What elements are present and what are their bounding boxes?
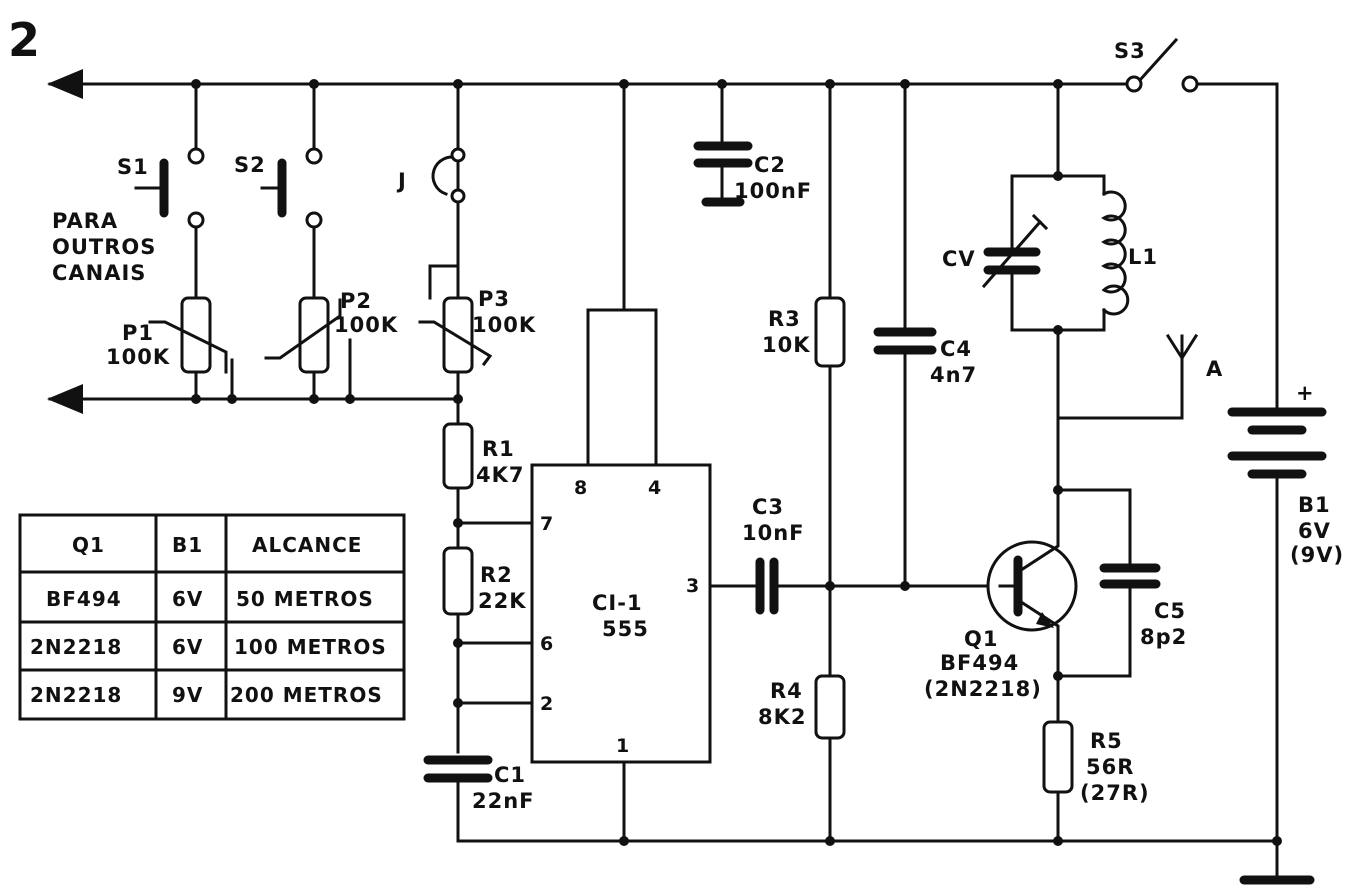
svg-text:4K7: 4K7 bbox=[476, 463, 525, 487]
transistor-q1: Q1 BF494 (2N2218) bbox=[924, 539, 1078, 701]
table-header-alcance: ALCANCE bbox=[252, 533, 362, 557]
capacitor-c3: C3 10nF bbox=[742, 495, 805, 615]
table-header-b1: B1 bbox=[172, 533, 203, 557]
svg-text:CI-1: CI-1 bbox=[592, 591, 643, 615]
range-table: Q1 B1 ALCANCE BF494 6V 50 METROS 2N2218 … bbox=[18, 513, 406, 721]
svg-text:R3: R3 bbox=[768, 307, 801, 331]
svg-text:7: 7 bbox=[540, 513, 553, 535]
s1-label: S1 bbox=[117, 155, 149, 179]
svg-text:100K: 100K bbox=[106, 345, 170, 369]
svg-text:B1: B1 bbox=[1298, 493, 1331, 517]
svg-text:R1: R1 bbox=[482, 437, 515, 461]
antenna-a: A bbox=[1165, 333, 1223, 381]
svg-text:(27R): (27R) bbox=[1080, 781, 1150, 805]
table-cell: 50 METROS bbox=[236, 587, 374, 611]
svg-text:8p2: 8p2 bbox=[1140, 625, 1187, 649]
ic-555: 8 4 7 3 6 2 1 CI-1 555 bbox=[530, 463, 712, 764]
switch-s2: S2 bbox=[234, 147, 323, 229]
capacitor-c2: C2 100nF bbox=[693, 141, 812, 207]
para-outros-canais-note: PARA OUTROS CANAIS bbox=[52, 209, 156, 285]
potentiometer-p2: P2 100K bbox=[264, 289, 398, 401]
svg-text:C5: C5 bbox=[1154, 599, 1186, 623]
svg-text:R2: R2 bbox=[480, 563, 513, 587]
svg-text:J: J bbox=[396, 169, 407, 193]
svg-text:100K: 100K bbox=[334, 313, 398, 337]
svg-text:+: + bbox=[1296, 381, 1315, 405]
battery-b1: + B1 6V (9V) bbox=[1227, 381, 1344, 567]
table-cell: 6V bbox=[172, 635, 203, 659]
s2-label: S2 bbox=[234, 153, 266, 177]
junction-dots bbox=[191, 79, 1282, 846]
svg-text:8K2: 8K2 bbox=[758, 705, 807, 729]
potentiometer-p1: P1 100K bbox=[106, 296, 234, 401]
wires bbox=[47, 69, 1279, 876]
svg-text:6V: 6V bbox=[1298, 519, 1331, 543]
svg-text:P3: P3 bbox=[478, 287, 510, 311]
capacitor-c4: C4 4n7 bbox=[873, 327, 977, 387]
svg-text:CANAIS: CANAIS bbox=[52, 261, 146, 285]
table-cell: 9V bbox=[172, 683, 203, 707]
table-cell: 2N2218 bbox=[30, 635, 122, 659]
svg-text:C2: C2 bbox=[754, 153, 786, 177]
svg-text:22nF: 22nF bbox=[472, 789, 535, 813]
svg-text:22K: 22K bbox=[478, 589, 527, 613]
svg-text:555: 555 bbox=[602, 617, 649, 641]
table-cell: 100 METROS bbox=[234, 635, 387, 659]
svg-text:56R: 56R bbox=[1086, 755, 1134, 779]
svg-text:6: 6 bbox=[540, 633, 553, 655]
svg-text:4: 4 bbox=[648, 477, 661, 499]
svg-text:BF494: BF494 bbox=[940, 651, 1019, 675]
variable-capacitor-cv: CV bbox=[942, 213, 1049, 289]
resistor-r5: R5 56R (27R) bbox=[1042, 720, 1150, 805]
svg-text:L1: L1 bbox=[1128, 245, 1158, 269]
svg-text:8: 8 bbox=[574, 477, 587, 499]
jack-j: J bbox=[396, 147, 466, 204]
svg-text:R4: R4 bbox=[770, 679, 803, 703]
switch-s1: S1 bbox=[117, 147, 205, 229]
svg-text:Q1: Q1 bbox=[964, 627, 998, 651]
svg-text:2: 2 bbox=[540, 693, 553, 715]
resistor-r2: R2 22K bbox=[442, 546, 527, 616]
table-cell: 200 METROS bbox=[230, 683, 383, 707]
figure-number: 2 bbox=[8, 13, 40, 67]
svg-text:C4: C4 bbox=[940, 337, 972, 361]
table-cell: 6V bbox=[172, 587, 203, 611]
svg-text:R5: R5 bbox=[1090, 729, 1123, 753]
svg-text:P2: P2 bbox=[340, 289, 372, 313]
svg-text:1: 1 bbox=[616, 735, 629, 757]
svg-text:PARA: PARA bbox=[52, 209, 118, 233]
svg-text:P1: P1 bbox=[122, 321, 154, 345]
svg-text:(9V): (9V) bbox=[1290, 543, 1344, 567]
svg-text:A: A bbox=[1206, 357, 1223, 381]
table-cell: BF494 bbox=[46, 587, 122, 611]
table-header-q1: Q1 bbox=[72, 533, 105, 557]
svg-text:10nF: 10nF bbox=[742, 521, 805, 545]
switch-s3: S3 bbox=[1114, 37, 1199, 93]
svg-text:100K: 100K bbox=[472, 313, 536, 337]
table-cell: 2N2218 bbox=[30, 683, 122, 707]
svg-text:OUTROS: OUTROS bbox=[52, 235, 156, 259]
background-bleed-through bbox=[655, 0, 656, 1]
svg-text:4n7: 4n7 bbox=[930, 363, 977, 387]
svg-text:C1: C1 bbox=[494, 763, 526, 787]
svg-text:100nF: 100nF bbox=[734, 179, 812, 203]
svg-text:(2N2218): (2N2218) bbox=[924, 677, 1042, 701]
potentiometer-p3: P3 100K bbox=[418, 287, 536, 374]
resistor-r3: R3 10K bbox=[762, 296, 846, 368]
svg-text:CV: CV bbox=[942, 247, 976, 271]
resistor-r1: R1 4K7 bbox=[442, 422, 525, 490]
capacitor-c5: C5 8p2 bbox=[1099, 563, 1187, 649]
svg-text:S3: S3 bbox=[1114, 39, 1146, 63]
inductor-l1: L1 bbox=[1101, 190, 1158, 316]
svg-text:10K: 10K bbox=[762, 333, 811, 357]
svg-text:C3: C3 bbox=[752, 495, 784, 519]
resistor-r4: R4 8K2 bbox=[758, 674, 846, 740]
capacitor-c1: C1 22nF bbox=[423, 755, 535, 813]
svg-text:3: 3 bbox=[686, 575, 699, 597]
